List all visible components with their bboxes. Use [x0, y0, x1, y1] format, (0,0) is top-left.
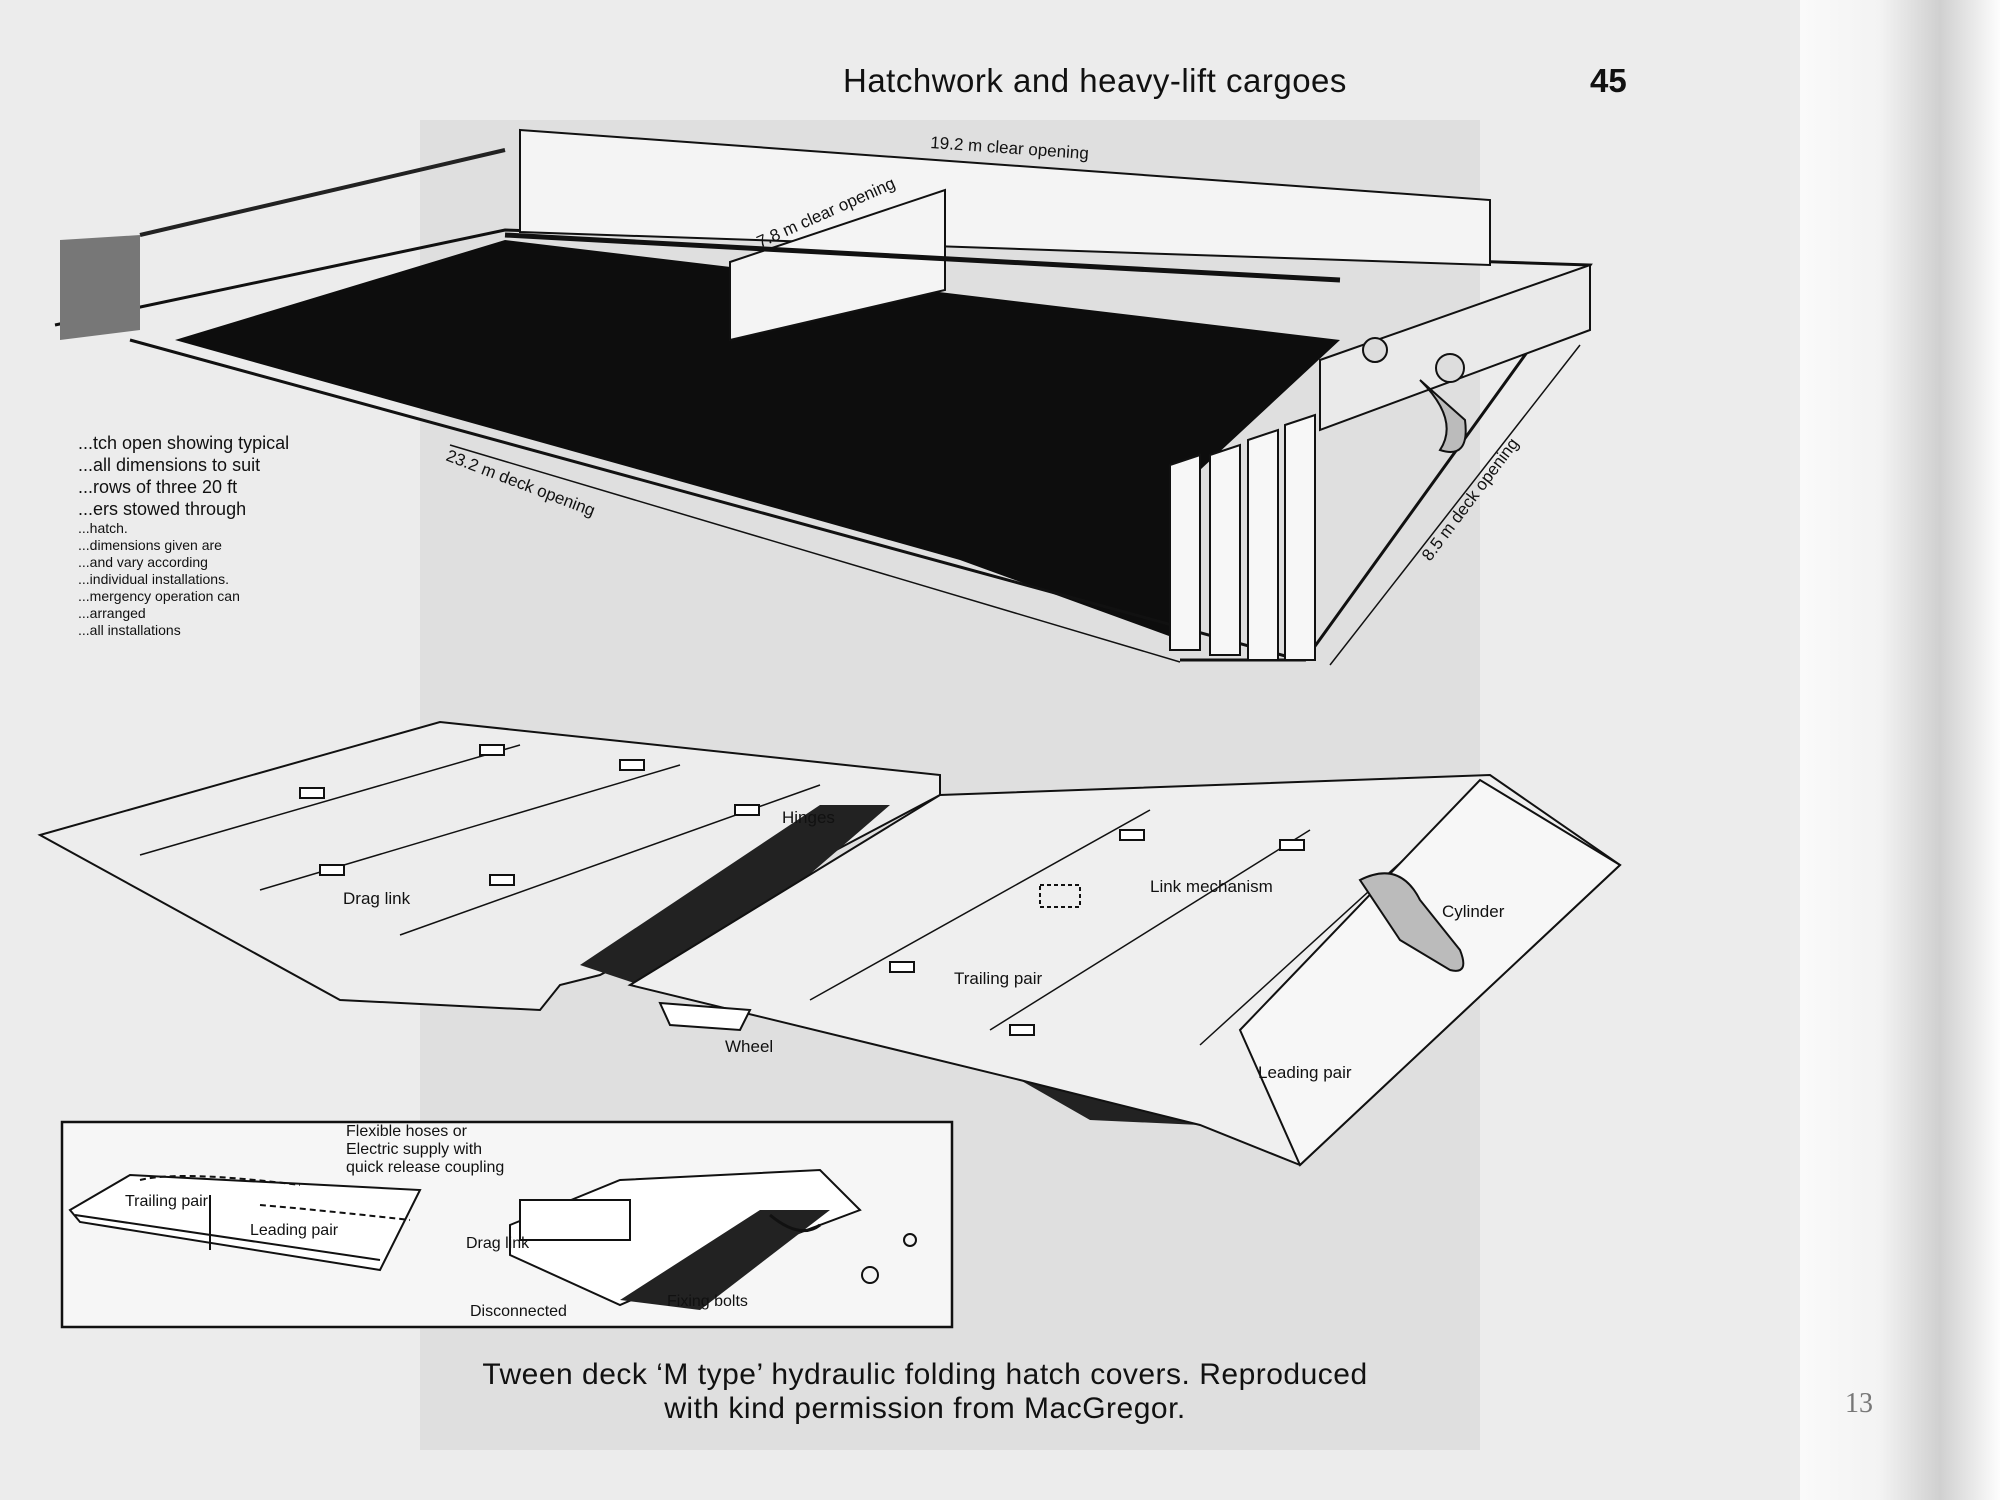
- adjacent-page-edge: [1800, 0, 2000, 1500]
- coaming-left: [60, 235, 140, 340]
- label-23-2m-deck-opening: 23.2 m deck opening: [444, 446, 598, 520]
- cover-panel-left: [37, 720, 941, 1012]
- margin-page-number: 13: [1845, 1388, 1873, 1419]
- side-note-line: ...ers stowed through: [78, 499, 247, 519]
- label-inset-fixing-bolts: Fixing bolts: [667, 1293, 748, 1310]
- caption-line-1: Tween deck ‘M type’ hydraulic folding ha…: [482, 1358, 1368, 1391]
- deck-dim-line-long: [449, 444, 1181, 663]
- side-note-line: ...tch open showing typical: [78, 433, 290, 453]
- label-drag-link: Drag link: [343, 889, 411, 908]
- wheel-drawing: [658, 1001, 752, 1032]
- link-dashed-outline: [1039, 884, 1081, 908]
- far-rail: [504, 232, 1341, 283]
- folded-cover-stack: [1169, 263, 1591, 661]
- inset-detail: Flexible hoses or Electric supply with q…: [60, 1120, 954, 1329]
- label-link-mechanism: Link mechanism: [1150, 877, 1273, 896]
- caption-line-2: with kind permission from MacGregor.: [664, 1392, 1186, 1425]
- deck-edge: [129, 338, 1301, 662]
- side-note-line: ...mergency operation can: [78, 588, 240, 604]
- label-cylinder: Cylinder: [1442, 902, 1505, 921]
- side-note-line: ...rows of three 20 ft: [78, 477, 238, 497]
- label-inset-drag-link: Drag link: [466, 1235, 530, 1252]
- running-header-title: Hatchwork and heavy-lift cargoes: [843, 62, 1347, 99]
- panel-gap-left: [580, 805, 890, 995]
- figure-side-note: ...tch open showing typical ...all dimen…: [78, 432, 378, 639]
- side-note-line: ...all installations: [78, 622, 181, 638]
- side-note-line: ...and vary according: [78, 554, 208, 570]
- cylinder-drawing: [1358, 872, 1465, 972]
- label-hinges: Hinges: [782, 808, 835, 827]
- label-flexible-hoses-3: quick release coupling: [346, 1159, 504, 1176]
- running-header-page-number: 45: [1590, 62, 1627, 99]
- coaming-rail: [139, 148, 506, 237]
- dimension-panel-short: [729, 188, 946, 342]
- label-trailing-pair: Trailing pair: [954, 969, 1043, 988]
- label-wheel: Wheel: [725, 1037, 773, 1056]
- label-19-2m-clear-opening: 19.2 m clear opening: [930, 133, 1090, 163]
- label-flexible-hoses-2: Electric supply with: [346, 1141, 482, 1158]
- dimension-panel-long: [519, 128, 1491, 267]
- label-flexible-hoses-1: Flexible hoses or: [346, 1123, 468, 1140]
- deck-dim-line-short: [1329, 344, 1581, 666]
- label-leading-pair: Leading pair: [1258, 1063, 1352, 1082]
- side-note-line: ...hatch.: [78, 520, 128, 536]
- leading-pair-panel: [1238, 778, 1622, 1167]
- label-8-5m-deck-opening: 8.5 m deck opening: [1418, 434, 1522, 564]
- folding-covers-drawing: Hinges Drag link Link mechanism Cylinder…: [37, 720, 1622, 1167]
- side-note-line: ...all dimensions to suit: [78, 455, 261, 475]
- side-note-line: ...individual installations.: [78, 571, 229, 587]
- hold-opening: [175, 240, 1340, 640]
- label-inset-trailing-pair: Trailing pair: [125, 1193, 209, 1210]
- hinge-fittings: [299, 744, 1305, 1036]
- side-note-line: ...arranged: [78, 605, 146, 621]
- side-note-line: ...dimensions given are: [78, 537, 222, 553]
- label-inset-disconnected: Disconnected: [470, 1303, 567, 1320]
- figure-caption: Tween deck ‘M type’ hydraulic folding ha…: [200, 1358, 1650, 1426]
- label-inset-leading-pair: Leading pair: [250, 1222, 339, 1239]
